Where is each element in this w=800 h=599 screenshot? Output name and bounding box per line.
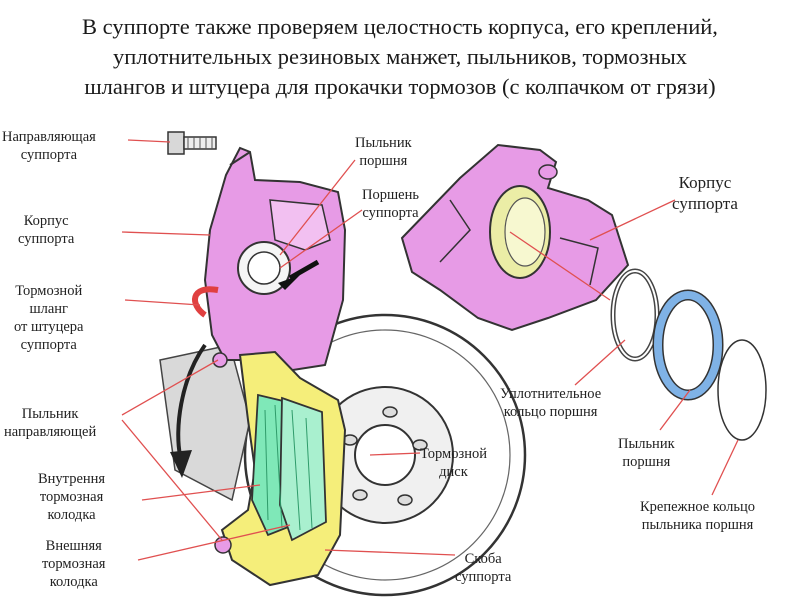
leader-inner-pad — [141, 484, 261, 501]
leader-lines — [121, 139, 739, 561]
retaining-ring — [717, 339, 767, 441]
leader-outer-pad — [137, 524, 291, 561]
heading-line-2: уплотнительных резиновых манжет, пыльник… — [113, 44, 687, 69]
guide-bolt — [167, 131, 217, 155]
leader-body-left — [121, 231, 211, 236]
label-hose: Тормозной шланг от штуцера суппорта — [14, 283, 84, 353]
label-piston: Поршень суппорта — [362, 187, 419, 221]
heading-line-1: В суппорте также проверяем целостность к… — [82, 14, 718, 39]
leader-guide-boot-2 — [121, 419, 223, 541]
rotation-arrow-head — [170, 450, 192, 478]
leader-bracket — [324, 549, 456, 556]
label-body-right: Корпус суппорта — [672, 173, 738, 213]
leader-piston-boot-top — [279, 159, 356, 256]
label-piston-boot: Пыльник поршня — [618, 436, 675, 470]
label-guide-boot: Пыльник направляющей — [4, 406, 97, 440]
leader-piston-boot — [659, 389, 691, 431]
rotation-arrow — [176, 343, 207, 456]
leader-disc — [369, 452, 421, 456]
leader-piston — [279, 209, 363, 269]
leader-retaining-ring — [711, 439, 739, 496]
steering-knuckle — [159, 344, 251, 502]
leader-seal-ring — [574, 339, 626, 386]
label-guide: Направляющая суппорта — [2, 129, 96, 163]
caliper-body-left — [203, 146, 347, 374]
piston-seal-ring-inner — [612, 270, 658, 360]
leader-guide-boot-1 — [121, 359, 219, 416]
label-bracket: Скоба суппорта — [455, 551, 512, 585]
brake-pads — [251, 393, 327, 542]
label-disc: Тормозной диск — [420, 446, 487, 480]
label-retaining-ring: Крепежное кольцо пыльника поршня — [640, 499, 756, 533]
label-piston-boot-top: Пыльник поршня — [355, 135, 412, 169]
piston-boot-ring-fill — [654, 291, 722, 399]
slide-heading: В суппорте также проверяем целостность к… — [0, 12, 800, 102]
label-inner-pad: Внутрення тормозная колодка — [38, 471, 106, 523]
leader-body-inner — [509, 231, 611, 301]
brake-hose — [192, 286, 219, 318]
heading-line-3: шлангов и штуцера для прокачки тормозов … — [84, 74, 716, 99]
leader-body-right — [589, 199, 676, 241]
guide-boot-top — [212, 352, 228, 368]
label-outer-pad: Внешняя тормозная колодка — [42, 538, 106, 590]
leader-hose — [124, 299, 201, 306]
label-seal-ring: Уплотнительное кольцо поршня — [500, 386, 602, 420]
leader-guide — [127, 139, 171, 143]
label-body-left: Корпус суппорта — [18, 213, 75, 247]
